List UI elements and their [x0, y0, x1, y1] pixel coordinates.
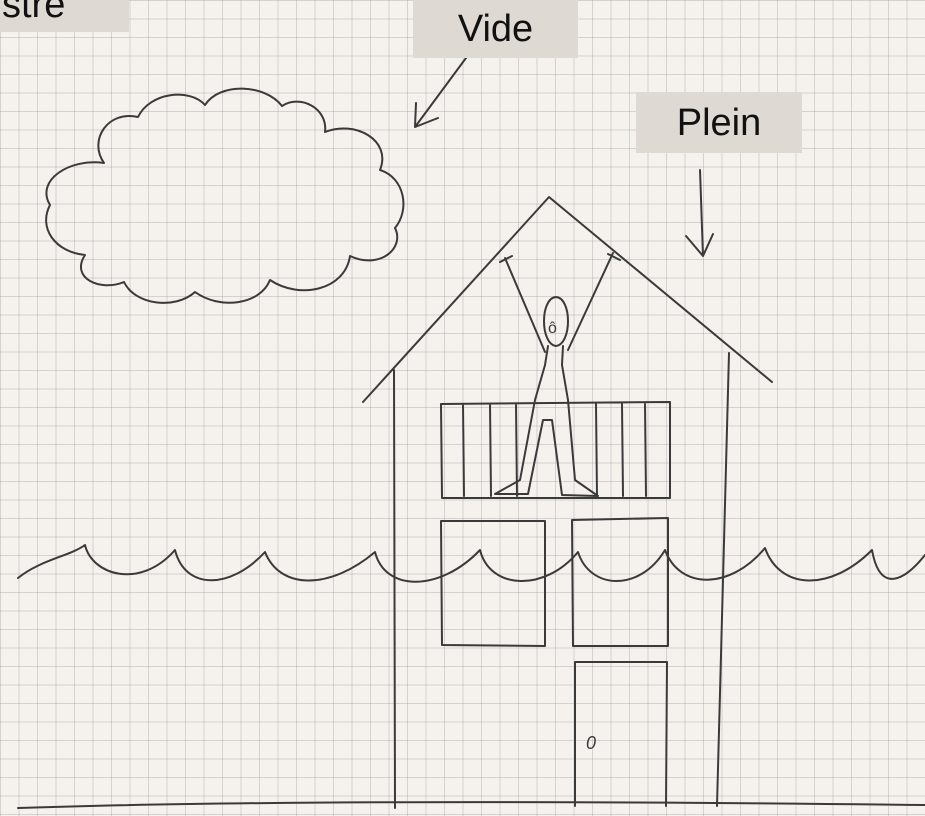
- label-vide: Vide: [413, 0, 578, 58]
- label-plein: Plein: [636, 92, 802, 153]
- vide-arrow: [415, 58, 466, 127]
- plein-arrow: [686, 170, 713, 256]
- window-left: [441, 521, 545, 646]
- house-right-wall: [717, 353, 729, 806]
- house-left-wall: [394, 370, 395, 808]
- label-partial-left: stre: [0, 0, 129, 32]
- ground-line: [18, 802, 925, 808]
- face-mark: ô: [548, 320, 557, 337]
- water-waves: [18, 545, 925, 582]
- label-partial-left-text: stre: [2, 0, 65, 24]
- house-roof: [363, 197, 772, 402]
- door-knob: 0: [586, 733, 596, 754]
- window-right: [572, 518, 668, 646]
- stick-figure: [495, 253, 620, 496]
- cloud-drawing: [46, 89, 403, 303]
